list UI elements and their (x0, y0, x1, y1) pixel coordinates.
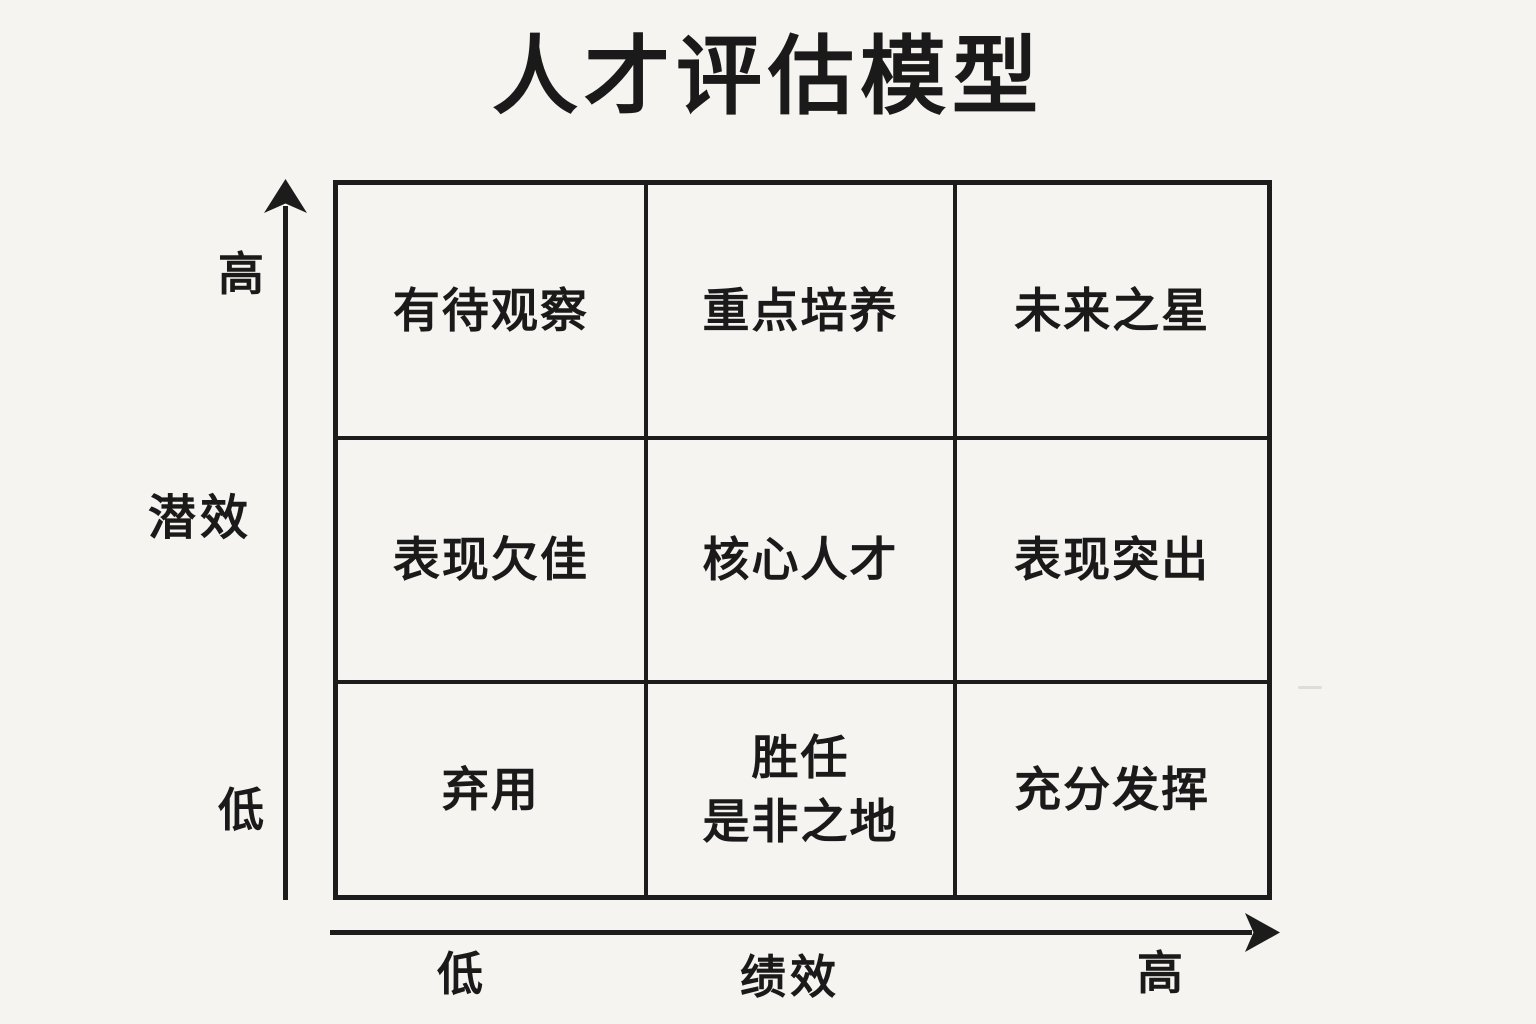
cell-label-line2: 是非之地 (702, 794, 899, 848)
y-axis-low-label: 低 (218, 784, 264, 836)
image-artifact-smudge (1298, 686, 1322, 689)
cell-future-star: 未来之星 (957, 185, 1267, 440)
cell-outstanding: 表现突出 (957, 440, 1267, 684)
x-axis-arrowhead-icon (1245, 913, 1280, 952)
cell-label: 弃用 (441, 762, 540, 816)
cell-competent-zone: 胜任 是非之地 (648, 684, 958, 895)
x-axis-title: 绩效 (740, 951, 840, 1003)
y-axis-title: 潜效 (148, 492, 253, 545)
cell-observe: 有待观察 (338, 185, 648, 440)
cell-label: 充分发挥 (1014, 762, 1211, 816)
y-axis-arrowhead-icon (264, 179, 307, 213)
x-axis-high-label: 高 (1137, 947, 1183, 999)
cell-label: 重点培养 (702, 283, 899, 337)
cell-label: 表现突出 (1014, 533, 1211, 587)
cell-discard: 弃用 (338, 684, 648, 895)
cell-key-develop: 重点培养 (647, 185, 958, 440)
cell-full-play: 充分发挥 (957, 684, 1267, 895)
cell-underperform: 表现欠佳 (338, 440, 648, 684)
cell-label: 核心人才 (702, 533, 899, 587)
x-axis-low-label: 低 (437, 948, 483, 1000)
y-axis-high-label: 高 (218, 248, 264, 300)
matrix-grid: 有待观察 重点培养 未来之星 表现欠佳 核心人才 表现突出 弃用 胜任 是非之地… (333, 180, 1272, 900)
cell-label: 有待观察 (392, 283, 589, 337)
cell-label-line1: 胜任 (751, 731, 850, 785)
cell-label: 未来之星 (1014, 283, 1211, 337)
page-title: 人才评估模型 (492, 29, 1044, 125)
cell-label: 表现欠佳 (392, 533, 589, 587)
cell-core-talent: 核心人才 (647, 440, 958, 684)
